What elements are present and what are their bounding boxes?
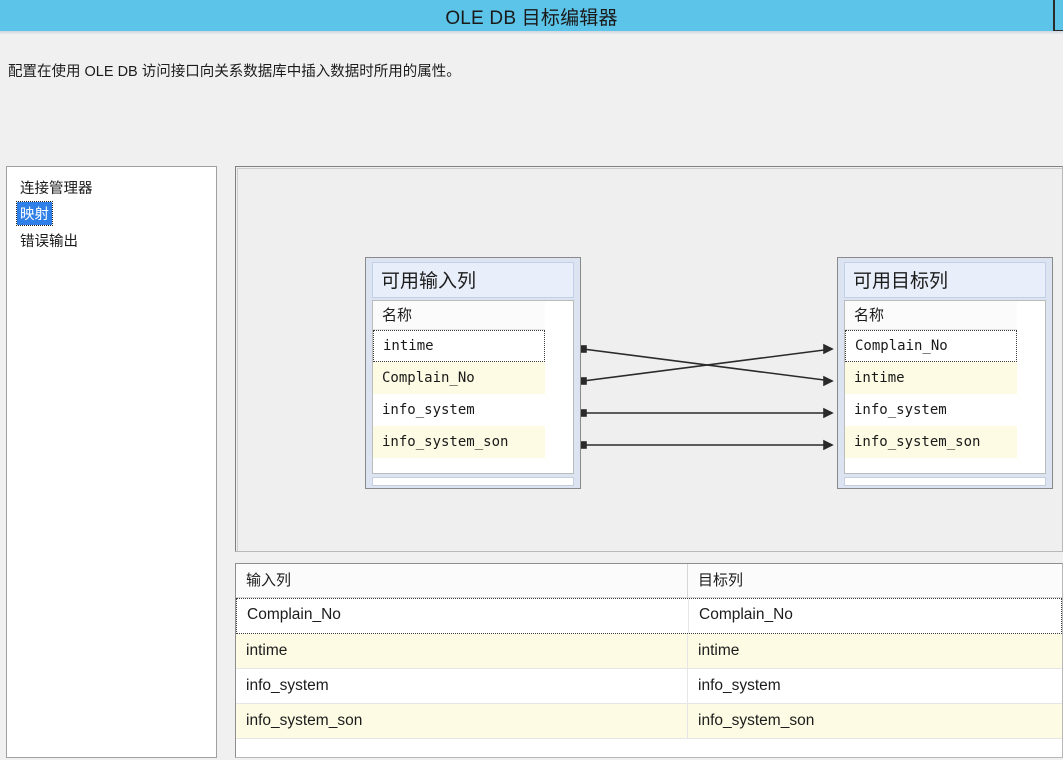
sidebar-item-mappings[interactable]: 映射 bbox=[16, 201, 53, 226]
available-destination-columns-title: 可用目标列 bbox=[844, 262, 1046, 298]
input-column-row[interactable]: intime bbox=[373, 330, 545, 362]
title-bar: OLE DB 目标编辑器 bbox=[0, 0, 1063, 32]
available-input-columns-box[interactable]: 可用输入列 名称 intime Complain_No info_system … bbox=[365, 257, 581, 489]
window-title: OLE DB 目标编辑器 bbox=[445, 8, 618, 29]
sidebar-item-connection-manager[interactable]: 连接管理器 bbox=[20, 181, 93, 197]
destination-column-header: 名称 bbox=[845, 301, 1017, 330]
column-header-destination[interactable]: 目标列 bbox=[698, 572, 744, 589]
column-header-input[interactable]: 输入列 bbox=[236, 564, 688, 597]
mapping-diagram-panel[interactable]: 可用输入列 名称 intime Complain_No info_system … bbox=[235, 166, 1063, 552]
column-mapping-grid[interactable]: 输入列 目标列 Complain_No Complain_No intime i… bbox=[235, 563, 1063, 758]
table-row[interactable]: Complain_No Complain_No bbox=[236, 598, 1062, 634]
title-bar-shadow bbox=[0, 31, 1063, 34]
available-input-columns-title: 可用输入列 bbox=[372, 262, 574, 298]
sidebar-item-error-output[interactable]: 错误输出 bbox=[20, 234, 78, 250]
input-box-footer bbox=[372, 477, 574, 486]
cell-input-column[interactable]: info_system_son bbox=[236, 704, 688, 738]
table-row[interactable]: info_system info_system bbox=[236, 669, 1062, 704]
destination-column-row[interactable]: intime bbox=[845, 362, 1017, 394]
mapping-grid-empty-area[interactable] bbox=[236, 739, 1062, 757]
mapping-connector-lines bbox=[579, 343, 834, 451]
dialog-description: 配置在使用 OLE DB 访问接口向关系数据库中插入数据时所用的属性。 bbox=[8, 64, 461, 80]
cell-destination-column[interactable]: info_system_son bbox=[698, 712, 815, 729]
cell-input-column[interactable]: intime bbox=[236, 634, 688, 668]
close-button[interactable] bbox=[1053, 0, 1063, 32]
page-nav-panel: 连接管理器 映射 错误输出 bbox=[6, 166, 217, 758]
available-destination-columns-list[interactable]: 名称 Complain_No intime info_system info_s… bbox=[844, 300, 1046, 474]
input-column-row[interactable]: info_system_son bbox=[373, 426, 545, 458]
destination-column-row[interactable]: info_system_son bbox=[845, 426, 1017, 458]
available-destination-columns-box[interactable]: 可用目标列 名称 Complain_No intime info_system … bbox=[837, 257, 1053, 489]
cell-input-column[interactable]: Complain_No bbox=[237, 599, 689, 633]
input-column-header: 名称 bbox=[373, 301, 545, 330]
input-column-row[interactable]: info_system bbox=[382, 402, 475, 418]
cell-destination-column[interactable]: Complain_No bbox=[699, 606, 793, 623]
destination-box-footer bbox=[844, 477, 1046, 486]
table-row[interactable]: info_system_son info_system_son bbox=[236, 704, 1062, 739]
table-row[interactable]: intime intime bbox=[236, 634, 1062, 669]
available-input-columns-list[interactable]: 名称 intime Complain_No info_system info_s… bbox=[372, 300, 574, 474]
cell-input-column[interactable]: info_system bbox=[236, 669, 688, 703]
mapping-grid-header: 输入列 目标列 bbox=[236, 564, 1062, 598]
destination-column-row[interactable]: info_system bbox=[854, 402, 947, 418]
input-column-row[interactable]: Complain_No bbox=[373, 362, 545, 394]
destination-column-row[interactable]: Complain_No bbox=[845, 330, 1017, 362]
cell-destination-column[interactable]: info_system bbox=[698, 677, 781, 694]
cell-destination-column[interactable]: intime bbox=[698, 642, 740, 659]
